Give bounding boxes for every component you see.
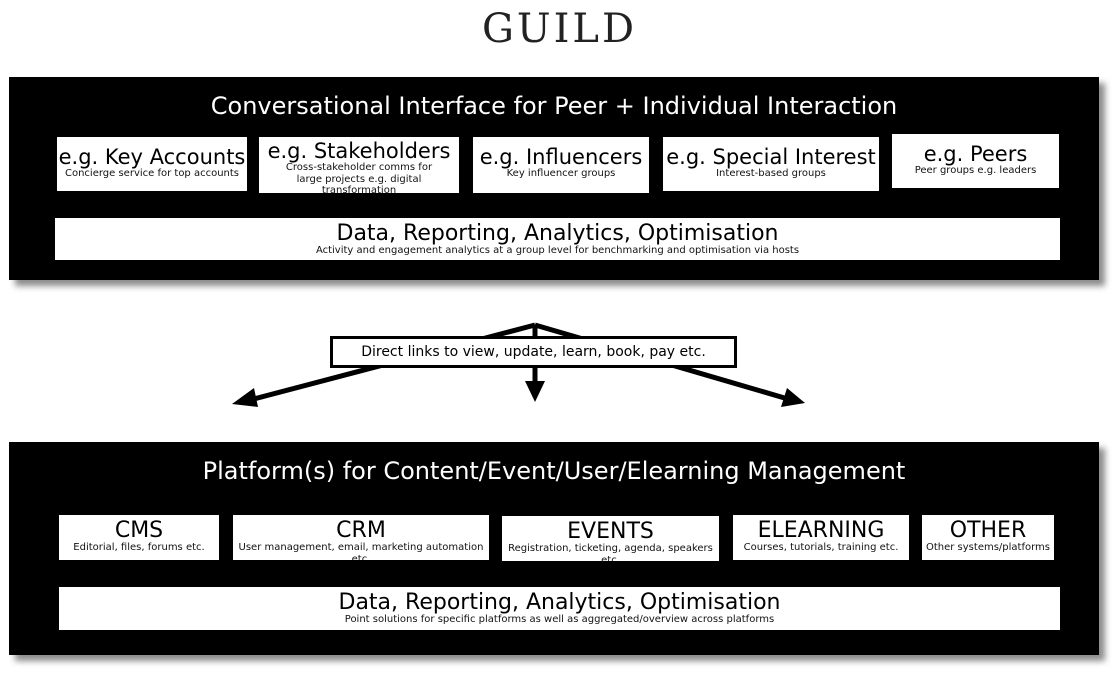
box-title: e.g. Stakeholders <box>267 139 451 163</box>
box-subtitle: Registration, ticketing, agenda, speaker… <box>508 543 713 561</box>
peers-box: e.g. Peers Peer groups e.g. leaders <box>892 134 1059 188</box>
box-title: CMS <box>114 518 164 543</box>
direct-links-label: Direct links to view, update, learn, boo… <box>330 336 737 368</box>
box-title: e.g. Key Accounts <box>58 145 246 169</box>
crm-box: CRM User management, email, marketing au… <box>233 515 489 560</box>
top-analytics-box: Data, Reporting, Analytics, Optimisation… <box>55 218 1060 260</box>
box-subtitle: Cross-stakeholder comms for large projec… <box>285 162 433 193</box>
box-subtitle: Interest-based groups <box>716 168 826 180</box>
other-box: OTHER Other systems/platforms <box>922 515 1054 560</box>
box-title: e.g. Influencers <box>479 145 643 169</box>
box-title: ELEARNING <box>757 518 885 543</box>
box-subtitle: Courses, tutorials, training etc. <box>743 542 899 554</box>
box-title: OTHER <box>949 518 1027 543</box>
events-box: EVENTS Registration, ticketing, agenda, … <box>502 516 719 561</box>
box-subtitle: Other systems/platforms <box>925 542 1050 554</box>
analytics-title: Data, Reporting, Analytics, Optimisation <box>338 590 781 615</box>
analytics-subtitle: Point solutions for specific platforms a… <box>344 614 775 626</box>
box-subtitle: User management, email, marketing automa… <box>238 542 484 560</box>
stakeholders-box: e.g. Stakeholders Cross-stakeholder comm… <box>259 137 459 193</box>
platforms-panel: Platform(s) for Content/Event/User/Elear… <box>9 442 1099 655</box>
box-title: CRM <box>336 518 386 543</box>
panel-title: Conversational Interface for Peer + Indi… <box>210 92 898 120</box>
box-subtitle: Concierge service for top accounts <box>64 168 240 180</box>
cms-box: CMS Editorial, files, forums etc. <box>59 515 219 560</box>
guild-logo: GUILD <box>481 6 638 52</box>
key-accounts-box: e.g. Key Accounts Concierge service for … <box>57 137 247 191</box>
box-title: e.g. Peers <box>923 142 1028 166</box>
influencers-box: e.g. Influencers Key influencer groups <box>473 137 649 193</box>
analytics-title: Data, Reporting, Analytics, Optimisation <box>336 221 779 246</box>
panel-title: Platform(s) for Content/Event/User/Elear… <box>202 457 906 485</box>
box-subtitle: Key influencer groups <box>506 168 616 180</box>
box-title: e.g. Special Interest <box>666 145 876 169</box>
conversational-interface-panel: Conversational Interface for Peer + Indi… <box>9 77 1099 280</box>
bottom-analytics-box: Data, Reporting, Analytics, Optimisation… <box>59 587 1060 630</box>
box-title: EVENTS <box>567 519 654 544</box>
box-subtitle: Peer groups e.g. leaders <box>914 165 1037 177</box>
analytics-subtitle: Activity and engagement analytics at a g… <box>315 245 800 257</box>
elearning-box: ELEARNING Courses, tutorials, training e… <box>733 515 909 560</box>
box-subtitle: Editorial, files, forums etc. <box>73 542 205 554</box>
special-interest-box: e.g. Special Interest Interest-based gro… <box>663 137 879 191</box>
